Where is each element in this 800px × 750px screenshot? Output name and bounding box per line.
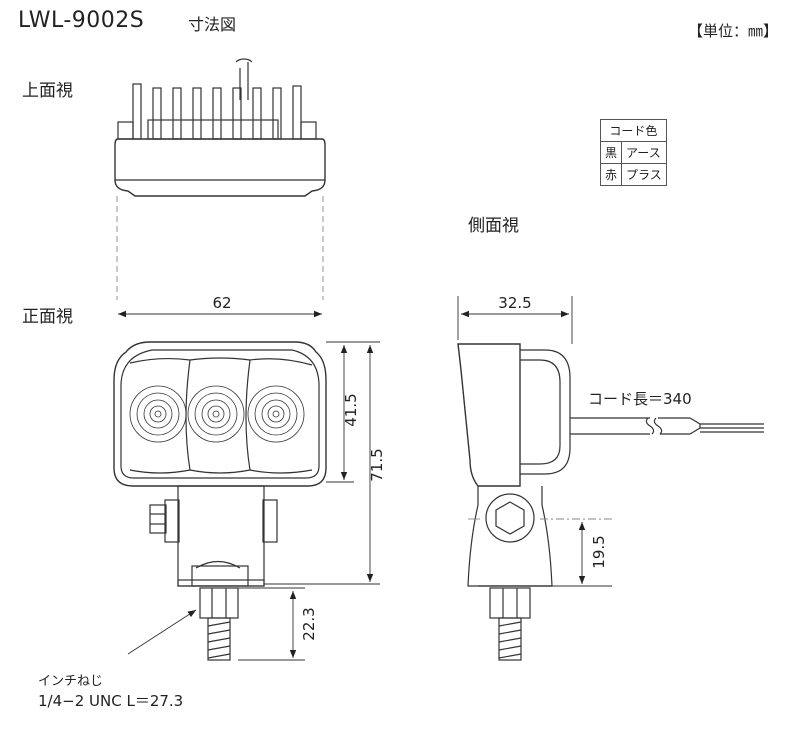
top-view [114,58,326,197]
top-view-label: 上面視 [22,81,73,101]
thread-note-label: インチねじ [38,674,104,689]
front-view-label: 正面視 [22,307,73,327]
cord-use-cell: プラス [621,163,667,186]
side-housing [457,343,521,487]
led-lens-3 [247,385,305,443]
thread-note-spec: 1/4−2 UNC L＝27.3 [38,692,184,710]
front-bracket [149,485,278,587]
unit-label: 【単位：㎜】 [687,22,778,40]
cord-table-header: コード色 [600,119,667,142]
side-view [457,343,764,661]
heat-sink-fins [117,83,317,140]
dim-width: 62 [212,294,231,312]
drawing-title: LWL-9002S [18,8,145,33]
dim-total-height: 71.5 [368,448,386,481]
dim-stud-length: 22.3 [300,607,318,640]
power-cord [570,417,764,435]
cord-color-table: コード色 黒 アース 赤 プラス [599,119,667,186]
led-lens-2 [187,385,245,443]
front-housing [113,341,327,487]
led-lens-1 [129,385,187,443]
table-row: 赤 プラス [599,163,667,186]
side-mounting-stud [489,587,531,661]
cord-color-cell: 赤 [599,163,623,186]
table-row: 黒 アース [599,141,667,164]
dim-cord-length: コード長＝340 [588,390,692,408]
lens-array [129,357,313,474]
dim-depth: 32.5 [498,294,531,312]
dim-lens-height: 41.5 [342,393,360,426]
side-bracket [467,486,553,587]
drawing-subtitle: 寸法図 [188,15,237,34]
dim-pivot-height: 19.5 [590,535,608,568]
mounting-stud [199,587,239,661]
cord-color-cell: 黒 [599,141,623,164]
top-view-body [114,138,326,197]
front-view [113,341,327,661]
side-view-label: 側面視 [468,216,519,236]
side-cord-grommet [520,349,571,475]
